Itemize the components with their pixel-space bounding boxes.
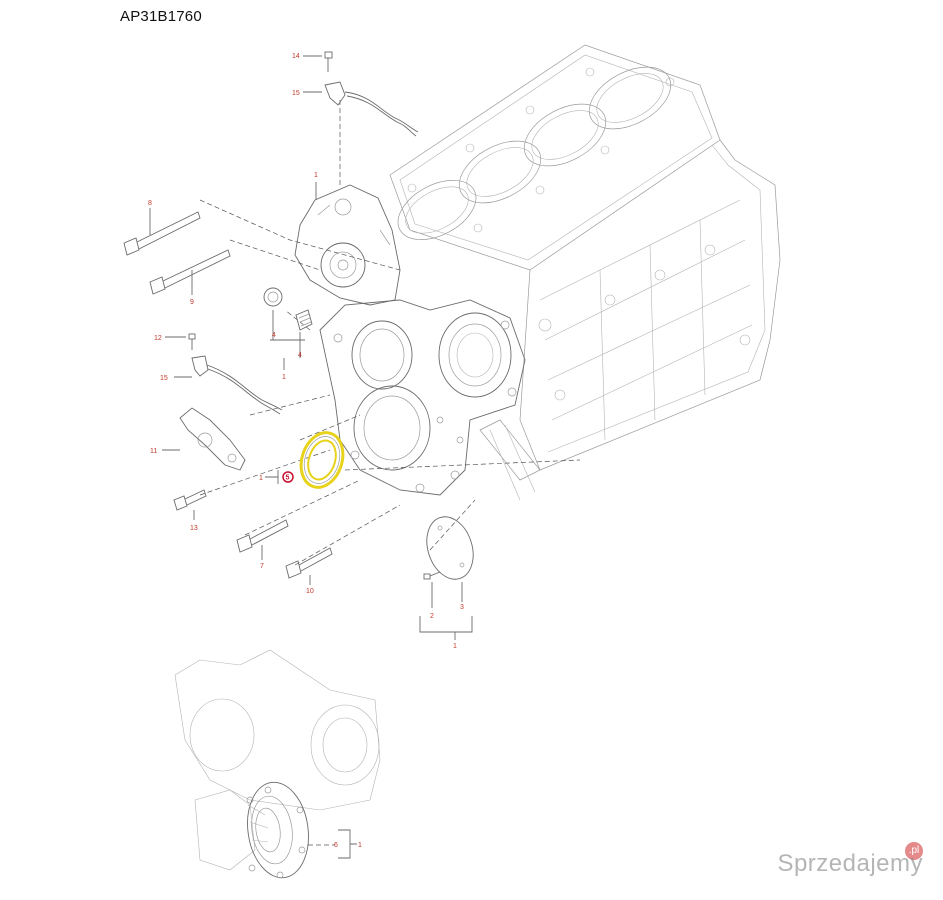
bolt-7 xyxy=(236,519,289,553)
callout-labels: 14 15 1 8 9 4 4 1 12 15 11 1 5 13 7 10 2… xyxy=(148,53,464,849)
callout-1-seal: 1 xyxy=(259,475,263,482)
callout-4-left: 4 xyxy=(272,332,276,339)
callout-7: 7 xyxy=(260,563,264,570)
callout-10: 10 xyxy=(306,588,314,595)
assembly-leader-lines xyxy=(199,100,581,566)
callout-1-cover: 1 xyxy=(453,643,457,650)
callout-9: 9 xyxy=(190,299,194,306)
callout-14: 14 xyxy=(292,53,300,60)
callout-12: 12 xyxy=(154,335,162,342)
screw-2 xyxy=(423,571,441,580)
callout-11: 11 xyxy=(150,448,157,455)
callout-2: 2 xyxy=(430,613,434,620)
callout-4-right: 4 xyxy=(298,352,302,359)
callout-3: 3 xyxy=(460,604,464,611)
watermark-badge: .pl xyxy=(905,842,923,860)
bolt-9 xyxy=(149,249,231,295)
callout-1-carrier: 1 xyxy=(358,842,362,849)
screw-14 xyxy=(324,51,333,72)
callout-5-marker xyxy=(282,471,294,483)
seal-ring-5 xyxy=(299,431,345,489)
callout-8: 8 xyxy=(148,200,152,207)
callout-15-lower: 15 xyxy=(160,375,168,382)
timing-cover xyxy=(319,299,526,496)
callout-1-upper: 1 xyxy=(314,172,318,179)
bolt-8 xyxy=(123,211,201,256)
callout-13: 13 xyxy=(190,525,198,532)
sensor-cable-15-lower xyxy=(191,355,283,415)
plug-4-b xyxy=(295,309,313,331)
callout-6: 6 xyxy=(334,842,338,849)
page-title: AP31B1760 xyxy=(120,8,202,25)
callout-1-plugs: 1 xyxy=(282,374,286,381)
lower-detail-view xyxy=(174,649,381,879)
bracket-11 xyxy=(179,407,246,471)
sensor-cable-15-upper xyxy=(324,81,419,137)
engine-block xyxy=(389,44,781,501)
bolt-13 xyxy=(173,489,207,511)
callout-15-upper: 15 xyxy=(292,90,300,97)
watermark-text: Sprzedajemy xyxy=(777,850,923,877)
screw-12 xyxy=(188,333,196,350)
callout-leaders xyxy=(149,55,473,859)
plug-4-a xyxy=(263,287,283,307)
callout-5: 5 xyxy=(286,475,290,482)
pump-housing xyxy=(294,184,401,306)
cover-plate-3 xyxy=(426,516,474,580)
bolt-10 xyxy=(285,547,333,579)
